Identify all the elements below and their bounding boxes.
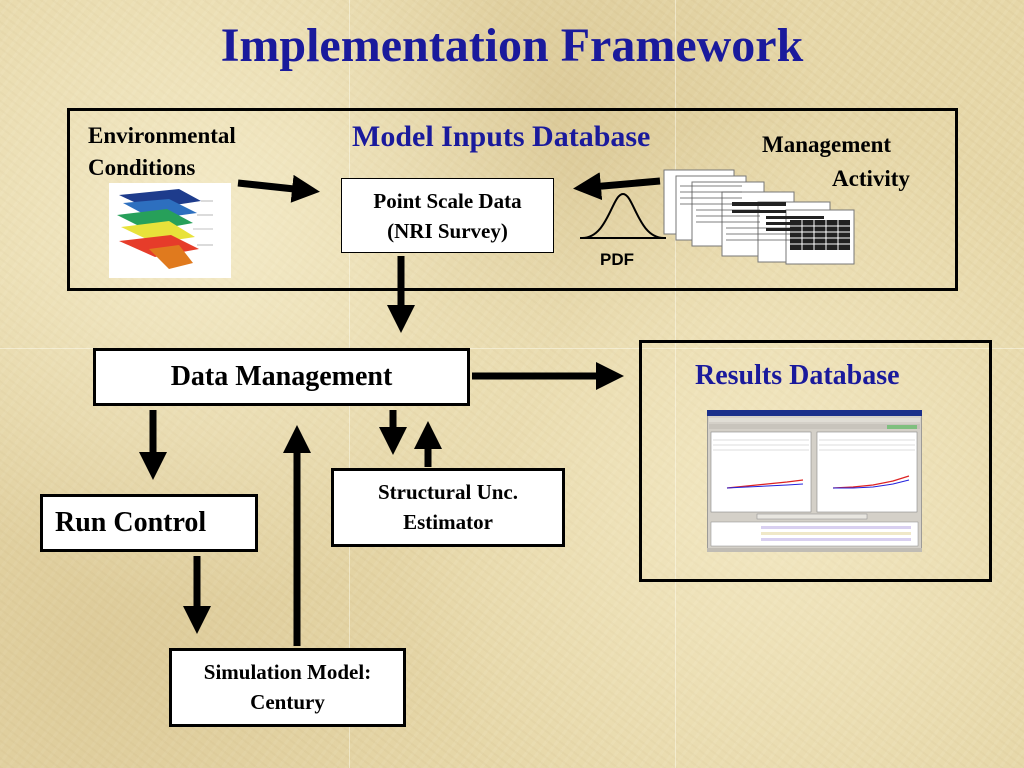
run-control-box: Run Control [40,494,258,552]
pdf-curve-icon [580,192,666,239]
results-database-box [639,340,992,582]
environmental-layers-map-image [109,183,231,278]
simulation-model-line: Simulation Model: [203,660,372,684]
data-management-label: Data Management [170,361,393,392]
point-scale-data-box: Point Scale Data (NRI Survey) [341,178,554,253]
management-activity-line: Activity [832,166,910,191]
pdf-label: PDF [600,250,634,269]
management-documents-image [663,169,855,265]
results-database-label: Results Database [695,360,900,391]
simulation-model-box: Simulation Model: Century [169,648,406,727]
environmental-conditions-line: Environmental [88,123,236,148]
mgmt-to-point-arrow [573,172,661,201]
background-seam [0,348,1024,349]
model-inputs-database-box [67,108,958,291]
env-to-point-arrow [237,174,320,203]
environmental-conditions-line: Conditions [88,155,196,180]
simulation-model-line: Century [250,690,325,714]
structural-uncertainty-estimator-box: Structural Unc. Estimator [331,468,565,547]
model-inputs-database-label: Model Inputs Database [352,120,651,153]
page-title: Implementation Framework [220,19,804,72]
data-management-box: Data Management [93,348,470,406]
management-activity-label: Management Activity [762,128,910,196]
results-software-screenshot-image [707,410,922,552]
structural-estimator-line: Estimator [403,510,493,534]
structural-estimator-line: Structural Unc. [378,480,518,504]
point-scale-data-line: Point Scale Data [373,189,522,213]
management-activity-line: Management [762,132,892,157]
run-control-label: Run Control [55,507,207,538]
background-seam [675,0,676,768]
environmental-conditions-label: Environmental Conditions [88,120,236,184]
point-scale-data-line: (NRI Survey) [387,219,508,243]
